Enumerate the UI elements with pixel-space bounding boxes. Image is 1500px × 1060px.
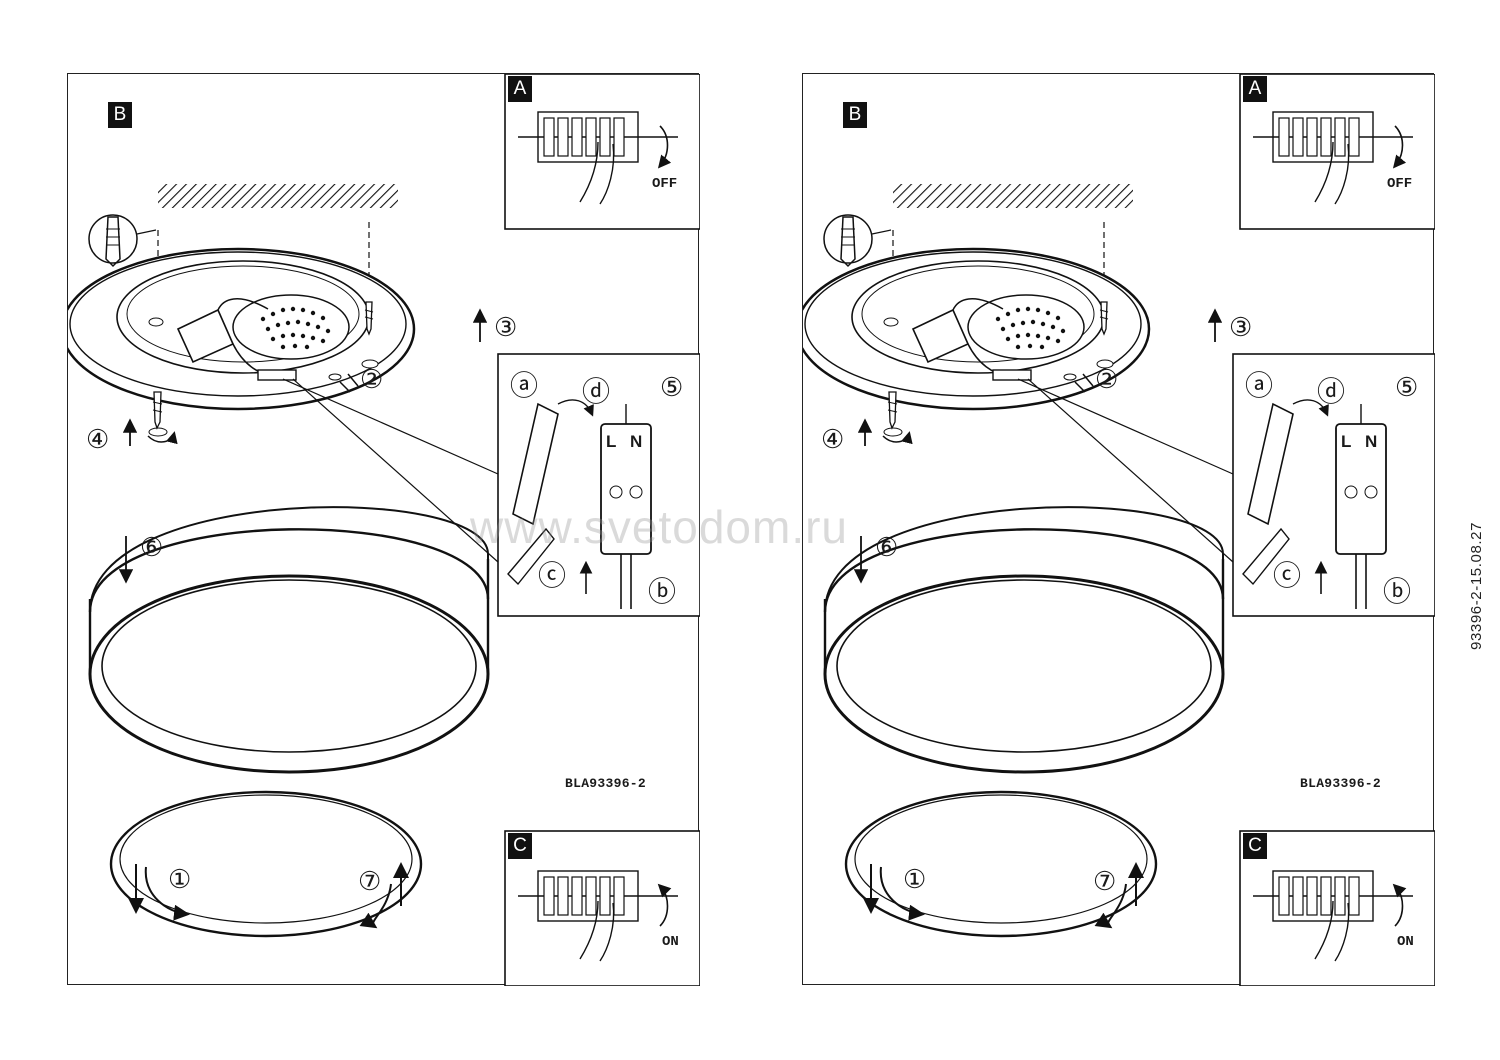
step-6-label: ⑥: [875, 532, 899, 562]
power-off-box: [504, 74, 700, 230]
wiring-step-a: ⓐ: [510, 370, 539, 401]
step-tag-main: B: [843, 102, 867, 128]
screw-icon: [364, 301, 374, 336]
wiring-detail-box: [1232, 353, 1435, 617]
step-3-label: ③: [1229, 312, 1253, 342]
drum-shade: [823, 506, 1225, 774]
terminal-live-label: L: [606, 432, 617, 451]
step-4-label: ④: [821, 424, 845, 454]
step-tag-power-off: A: [508, 76, 532, 102]
step-2-arrow: [339, 373, 359, 393]
zoom-line: [1027, 378, 1234, 563]
power-on-box: [1239, 830, 1435, 986]
wiring-step-b: ⓑ: [1383, 576, 1412, 607]
wiring-step-d: ⓓ: [582, 376, 611, 407]
step-tag-power-on: C: [1243, 833, 1267, 859]
step-2-label: ②: [1095, 364, 1119, 394]
twist-arrow-icon: [144, 866, 190, 921]
wiring-detail-box: [497, 353, 700, 617]
instruction-sheet-left: B A C OFF ON BLA93396-2 ① ② ③ ④ ⑤ ⑥ ⑦ ⓐ …: [67, 73, 700, 986]
wiring-step-a: ⓐ: [1245, 370, 1274, 401]
ceiling-hatch: [158, 184, 398, 208]
zoom-line: [282, 378, 499, 475]
twist-arrow-icon: [359, 883, 392, 929]
twist-arrow-icon: [879, 866, 925, 921]
switch-off-label: OFF: [1387, 176, 1413, 192]
on-arrow-icon: [1392, 883, 1407, 927]
dowel-callout-icon: [823, 214, 892, 268]
document-code: 93396-2-15.08.27: [1468, 521, 1485, 650]
wiring-step-b: ⓑ: [648, 576, 677, 607]
step-6-label: ⑥: [140, 532, 164, 562]
off-arrow-icon: [657, 125, 672, 169]
switch-on-label: ON: [662, 934, 679, 950]
power-on-box: [504, 830, 700, 986]
hand-icon: [1314, 141, 1350, 205]
diffuser-cover: [844, 790, 1158, 938]
dowel-callout-icon: [88, 214, 157, 268]
rotate-arrow-icon: [882, 431, 913, 445]
switch-on-label: ON: [1397, 934, 1414, 950]
step-1-label: ①: [903, 864, 927, 894]
zoom-line: [1017, 378, 1234, 475]
wiring-step-d: ⓓ: [1317, 376, 1346, 407]
mounting-base: [803, 247, 1151, 411]
ceiling-hatch: [893, 184, 1133, 208]
step-2-arrow: [1074, 373, 1094, 393]
mounting-base: [68, 247, 416, 411]
model-code: BLA93396-2: [1300, 776, 1382, 791]
hand-icon: [1314, 900, 1350, 962]
diffuser-cover: [109, 790, 423, 938]
off-arrow-icon: [1392, 125, 1407, 169]
wiring-step-c: ⓒ: [1273, 560, 1302, 591]
terminal-live-label: L: [1341, 432, 1352, 451]
step-1-label: ①: [168, 864, 192, 894]
power-off-box: [1239, 74, 1435, 230]
hand-icon: [579, 900, 615, 962]
wiring-step-c: ⓒ: [538, 560, 567, 591]
twist-arrow-icon: [1094, 883, 1127, 929]
installation-drawing: [803, 74, 1435, 986]
step-3-label: ③: [494, 312, 518, 342]
zoom-line: [292, 378, 499, 563]
instruction-sheet-right: B A C OFF ON BLA93396-2 ① ② ③ ④ ⑤ ⑥ ⑦ ⓐ …: [802, 73, 1435, 986]
step-tag-main: B: [108, 102, 132, 128]
terminal-neutral-label: N: [1365, 432, 1378, 451]
step-5-label: ⑤: [660, 372, 684, 402]
model-code: BLA93396-2: [565, 776, 647, 791]
step-5-label: ⑤: [1395, 372, 1419, 402]
step-tag-power-on: C: [508, 833, 532, 859]
step-2-label: ②: [360, 364, 384, 394]
on-arrow-icon: [657, 883, 672, 927]
rotate-arrow-icon: [147, 431, 178, 445]
step-tag-power-off: A: [1243, 76, 1267, 102]
hand-icon: [579, 141, 615, 205]
step-4-label: ④: [86, 424, 110, 454]
step-7-label: ⑦: [358, 866, 382, 896]
drum-shade: [88, 506, 490, 774]
screw-icon: [883, 391, 903, 437]
screw-icon: [1099, 301, 1109, 336]
switch-off-label: OFF: [652, 176, 678, 192]
step-7-label: ⑦: [1093, 866, 1117, 896]
installation-drawing: [68, 74, 700, 986]
terminal-neutral-label: N: [630, 432, 643, 451]
